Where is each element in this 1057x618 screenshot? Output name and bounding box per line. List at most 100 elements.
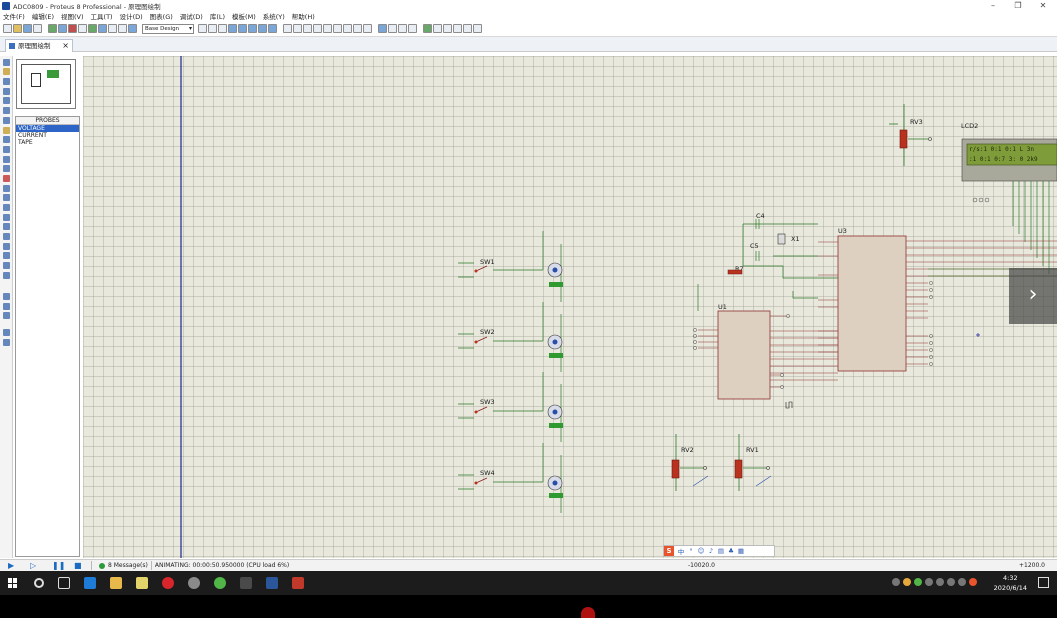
sogou-icon[interactable]: S: [664, 546, 674, 556]
snap-icon[interactable]: [218, 24, 227, 33]
notification-center-icon[interactable]: [1038, 577, 1049, 588]
sw1-switch[interactable]: SW1: [458, 231, 563, 302]
bus-icon[interactable]: [3, 107, 10, 115]
step-icon[interactable]: ▷: [30, 561, 37, 570]
ime-emoji-icon[interactable]: ☺: [697, 547, 705, 555]
undo-icon[interactable]: [283, 24, 292, 33]
stop-icon[interactable]: ■: [74, 561, 82, 570]
wire-autorouter-icon[interactable]: [423, 24, 432, 33]
rv2-potentiometer[interactable]: RV2: [671, 434, 709, 491]
close-window-icon[interactable]: ✕: [1039, 1, 1047, 10]
new-sheet-icon[interactable]: [453, 24, 462, 33]
keil-icon[interactable]: [292, 577, 304, 589]
minimize-icon[interactable]: –: [991, 1, 995, 10]
box-icon[interactable]: [3, 213, 10, 221]
package-icon[interactable]: [398, 24, 407, 33]
save-icon[interactable]: [23, 24, 32, 33]
close-project-icon[interactable]: [33, 24, 42, 33]
menu-help[interactable]: 帮助(H): [291, 13, 315, 21]
block-copy-icon[interactable]: [333, 24, 342, 33]
pan-icon[interactable]: [228, 24, 237, 33]
angle-field-icon[interactable]: [3, 312, 10, 320]
design-select[interactable]: Base Design: [142, 23, 194, 34]
restore-icon[interactable]: ❐: [1014, 1, 1022, 10]
cut-icon[interactable]: [303, 24, 312, 33]
tab-schematic[interactable]: 原理图绘制 ×: [5, 39, 73, 52]
bom-icon[interactable]: [98, 24, 107, 33]
make-device-icon[interactable]: [388, 24, 397, 33]
overview-window[interactable]: [16, 59, 76, 109]
zoom-in-icon[interactable]: [238, 24, 247, 33]
start-icon[interactable]: [8, 578, 18, 588]
wire-label-icon[interactable]: [3, 87, 10, 95]
notepad-icon[interactable]: [136, 577, 148, 589]
graph-mode-icon[interactable]: [3, 145, 10, 153]
zoom-area-icon[interactable]: [268, 24, 277, 33]
tab-close-icon[interactable]: ×: [62, 41, 69, 50]
u1-adc0809[interactable]: U1: [693, 284, 838, 409]
zoom-all-icon[interactable]: [258, 24, 267, 33]
menu-library[interactable]: 库(L): [209, 13, 226, 21]
search-icon[interactable]: [34, 578, 44, 588]
wechat-icon[interactable]: [214, 577, 226, 589]
ime-punct-icon[interactable]: °: [689, 547, 693, 555]
file-explorer-icon[interactable]: [110, 577, 122, 589]
search-tag-icon[interactable]: [433, 24, 442, 33]
3d-view-icon[interactable]: [88, 24, 97, 33]
help-icon[interactable]: [128, 24, 137, 33]
task-view-icon[interactable]: [58, 577, 70, 589]
symbol-icon[interactable]: [3, 262, 10, 270]
menu-tools[interactable]: 工具(T): [90, 13, 113, 21]
tray-chevron-icon[interactable]: [892, 578, 900, 586]
menu-debug[interactable]: 调试(D): [179, 13, 203, 21]
menu-system[interactable]: 系统(Y): [262, 13, 285, 21]
app-circle-icon[interactable]: [188, 577, 200, 589]
marker-icon[interactable]: [3, 271, 10, 279]
menu-template[interactable]: 模板(M): [232, 13, 256, 21]
netlist-icon[interactable]: [473, 24, 482, 33]
paste-icon[interactable]: [323, 24, 332, 33]
device-pins-icon[interactable]: [3, 136, 10, 144]
copy-icon[interactable]: [313, 24, 322, 33]
voltage-probe-icon[interactable]: [3, 174, 10, 182]
new-file-icon[interactable]: [3, 24, 12, 33]
notes-icon[interactable]: [118, 24, 127, 33]
probe-item-current[interactable]: CURRENT: [18, 132, 47, 139]
schematic-icon[interactable]: [58, 24, 67, 33]
pcb-icon[interactable]: [68, 24, 77, 33]
word-icon[interactable]: [266, 577, 278, 589]
terminals-icon[interactable]: [3, 126, 10, 134]
ime-indicator-icon[interactable]: [958, 578, 966, 586]
origin-icon[interactable]: [208, 24, 217, 33]
block-move-icon[interactable]: [343, 24, 352, 33]
zoom-out-icon[interactable]: [248, 24, 257, 33]
volume-icon[interactable]: [936, 578, 944, 586]
component-mode-icon[interactable]: [3, 68, 10, 76]
mirror-x-icon[interactable]: [3, 329, 10, 337]
play-icon[interactable]: ▶: [8, 561, 15, 570]
tape-recorder-icon[interactable]: [3, 155, 10, 163]
ime-voice-icon[interactable]: ♪: [708, 547, 714, 555]
block-delete-icon[interactable]: [363, 24, 372, 33]
lcd-display[interactable]: LCD2 r/s:1 0:1 0:1 L 3n :1 0:1 0:7 3: 0 …: [961, 122, 1057, 274]
schematic-canvas[interactable]: RV3 LCD2 r/s:1 0:1 0:1 L 3n :1 0:1 0:7 3…: [83, 56, 1057, 558]
taskbar-clock[interactable]: 4:32 2020/6/14: [994, 573, 1027, 593]
chevron-right-icon[interactable]: ›: [1009, 268, 1057, 324]
menu-view[interactable]: 视图(V): [61, 13, 84, 21]
sw4-switch[interactable]: SW4: [458, 443, 563, 513]
subcircuit-icon[interactable]: [3, 116, 10, 124]
ime-chinese-icon[interactable]: 中: [677, 548, 685, 556]
rotate-cw-icon[interactable]: [3, 292, 10, 300]
property-assign-icon[interactable]: [443, 24, 452, 33]
redo-icon[interactable]: [293, 24, 302, 33]
rv1-potentiometer[interactable]: RV1: [734, 434, 772, 491]
home-icon[interactable]: [48, 24, 57, 33]
u3-microcontroller[interactable]: U3: [818, 227, 1057, 372]
menu-edit[interactable]: 编辑(E): [31, 13, 54, 21]
circle-icon[interactable]: [3, 223, 10, 231]
tray-sogou-icon[interactable]: [969, 578, 977, 586]
gerber-icon[interactable]: [78, 24, 87, 33]
oscillator-circuit[interactable]: C4 C5 X1 R7: [727, 212, 838, 279]
text-icon[interactable]: [3, 252, 10, 260]
messages-count[interactable]: 8 Message(s): [108, 562, 148, 569]
